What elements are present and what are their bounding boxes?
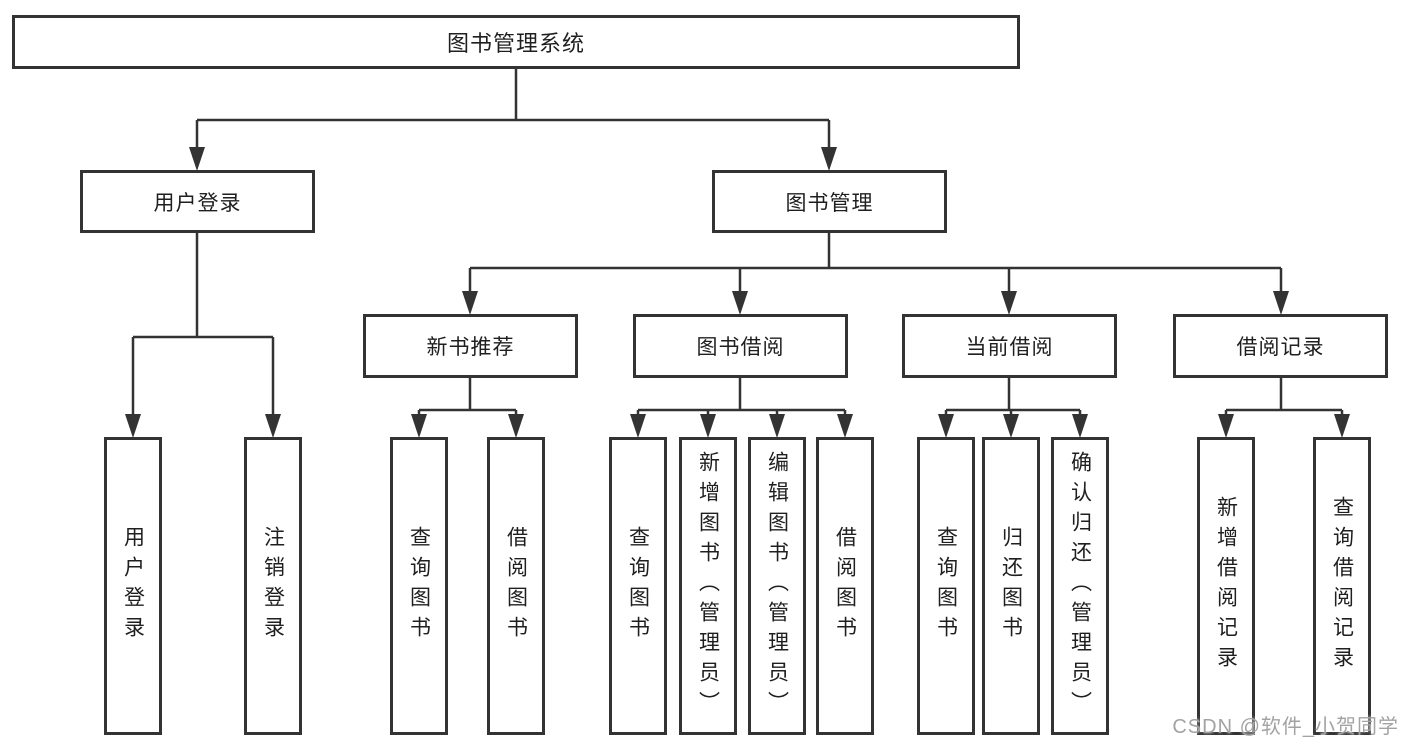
branch-user-login: 用户登录 bbox=[80, 170, 315, 233]
module-current-borrow-label: 当前借阅 bbox=[965, 336, 1054, 359]
module-book-borrow-label: 图书借阅 bbox=[696, 336, 785, 359]
leaf-borrow-add-book-admin-label: 新增图书（管理员） bbox=[696, 451, 720, 721]
leaf-current-return-books-label: 归还图书 bbox=[999, 526, 1023, 646]
leaf-user-login-label: 用户登录 bbox=[121, 526, 145, 646]
module-book-borrow: 图书借阅 bbox=[633, 314, 848, 378]
leaf-newbook-query-books-label: 查询图书 bbox=[407, 526, 431, 646]
leaf-current-query-books-label: 查询图书 bbox=[934, 526, 958, 646]
leaf-borrow-edit-book-admin: 编辑图书（管理员） bbox=[748, 437, 806, 735]
module-borrow-record: 借阅记录 bbox=[1173, 314, 1388, 378]
leaf-current-confirm-return-admin: 确认归还（管理员） bbox=[1051, 437, 1109, 735]
leaf-user-login: 用户登录 bbox=[104, 437, 162, 735]
leaf-borrow-add-book-admin: 新增图书（管理员） bbox=[679, 437, 737, 735]
csdn-watermark: CSDN @软件_小贺同学 bbox=[1172, 716, 1399, 738]
leaf-borrow-edit-book-admin-label: 编辑图书（管理员） bbox=[765, 451, 789, 721]
leaf-newbook-borrow-books: 借阅图书 bbox=[487, 437, 545, 735]
leaf-borrow-query-books: 查询图书 bbox=[609, 437, 667, 735]
module-current-borrow: 当前借阅 bbox=[902, 314, 1117, 378]
leaf-logout: 注销登录 bbox=[244, 437, 302, 735]
leaf-record-query-record: 查询借阅记录 bbox=[1313, 437, 1371, 735]
branch-book-management: 图书管理 bbox=[712, 170, 947, 233]
branch-book-management-label: 图书管理 bbox=[785, 191, 874, 215]
module-new-book-recommend: 新书推荐 bbox=[363, 314, 578, 378]
root-node-label: 图书管理系统 bbox=[446, 31, 585, 56]
leaf-newbook-borrow-books-label: 借阅图书 bbox=[504, 526, 528, 646]
leaf-logout-label: 注销登录 bbox=[261, 526, 285, 646]
leaf-record-add-record-label: 新增借阅记录 bbox=[1214, 496, 1238, 676]
leaf-record-add-record: 新增借阅记录 bbox=[1197, 437, 1255, 735]
leaf-newbook-query-books: 查询图书 bbox=[390, 437, 448, 735]
leaf-borrow-borrow-books: 借阅图书 bbox=[816, 437, 874, 735]
root-node: 图书管理系统 bbox=[12, 15, 1020, 69]
module-new-book-recommend-label: 新书推荐 bbox=[426, 336, 515, 359]
branch-user-login-label: 用户登录 bbox=[153, 191, 242, 215]
leaf-current-confirm-return-admin-label: 确认归还（管理员） bbox=[1068, 451, 1092, 721]
leaf-current-query-books: 查询图书 bbox=[917, 437, 975, 735]
leaf-borrow-query-books-label: 查询图书 bbox=[626, 526, 650, 646]
leaf-record-query-record-label: 查询借阅记录 bbox=[1330, 496, 1354, 676]
leaf-borrow-borrow-books-label: 借阅图书 bbox=[833, 526, 857, 646]
module-borrow-record-label: 借阅记录 bbox=[1236, 336, 1325, 359]
leaf-current-return-books: 归还图书 bbox=[982, 437, 1040, 735]
